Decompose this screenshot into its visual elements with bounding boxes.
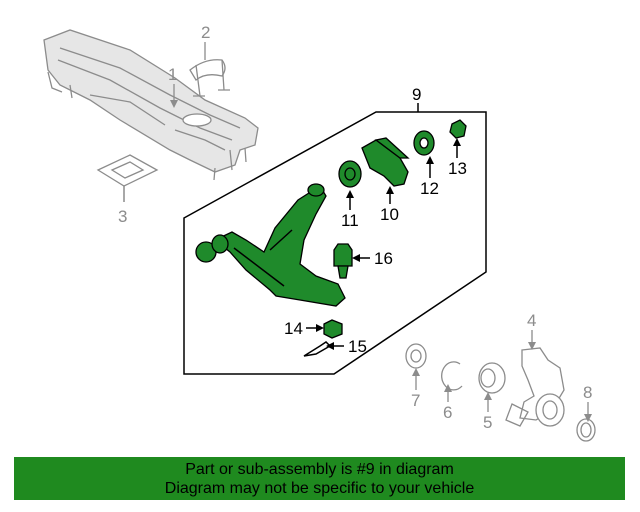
callout-7: 7 <box>411 391 420 410</box>
callout-16: 16 <box>374 249 393 268</box>
banner-line-1: Part or sub-assembly is #9 in diagram <box>185 460 454 478</box>
callout-1: 1 <box>168 65 177 84</box>
callout-9: 9 <box>412 85 421 104</box>
bushing-part-11[interactable] <box>338 160 362 188</box>
callout-5: 5 <box>483 413 492 432</box>
o-ring-part[interactable] <box>576 418 596 442</box>
callout-2: 2 <box>201 23 210 42</box>
cotter-pin-part-15[interactable] <box>303 341 332 357</box>
snap-ring-part[interactable] <box>441 361 463 391</box>
callout-14: 14 <box>284 319 303 338</box>
banner-line-2: Diagram may not be specific to your vehi… <box>164 479 475 497</box>
parts-diagram: 1 2 3 4 5 6 7 8 9 10 11 12 13 14 15 16 <box>43 23 596 442</box>
control-arm-part[interactable] <box>195 183 346 307</box>
seal-part[interactable] <box>405 343 427 369</box>
bushing-part-12[interactable] <box>413 130 435 156</box>
part-9-frame <box>183 111 487 375</box>
leader-lines <box>123 84 592 422</box>
bearing-part[interactable] <box>478 362 506 394</box>
bracket-part-10[interactable] <box>361 137 410 187</box>
plate-part[interactable] <box>96 154 159 202</box>
callout-10: 10 <box>380 205 399 224</box>
nut-part-14[interactable] <box>323 319 343 339</box>
callout-13: 13 <box>448 159 467 178</box>
knuckle-part[interactable] <box>505 347 565 427</box>
callout-6: 6 <box>443 403 452 422</box>
ball-joint-part-16[interactable] <box>333 243 353 279</box>
callout-4: 4 <box>527 311 536 330</box>
bracket-part[interactable] <box>189 42 230 97</box>
nut-part-13[interactable] <box>449 119 467 139</box>
callout-15: 15 <box>348 337 367 356</box>
notice-banner: Part or sub-assembly is #9 in diagram Di… <box>14 457 625 500</box>
callout-12: 12 <box>420 179 439 198</box>
callout-3: 3 <box>118 207 127 226</box>
callout-11: 11 <box>341 211 359 230</box>
callout-8: 8 <box>583 383 592 402</box>
crossmember-part[interactable] <box>43 29 259 181</box>
